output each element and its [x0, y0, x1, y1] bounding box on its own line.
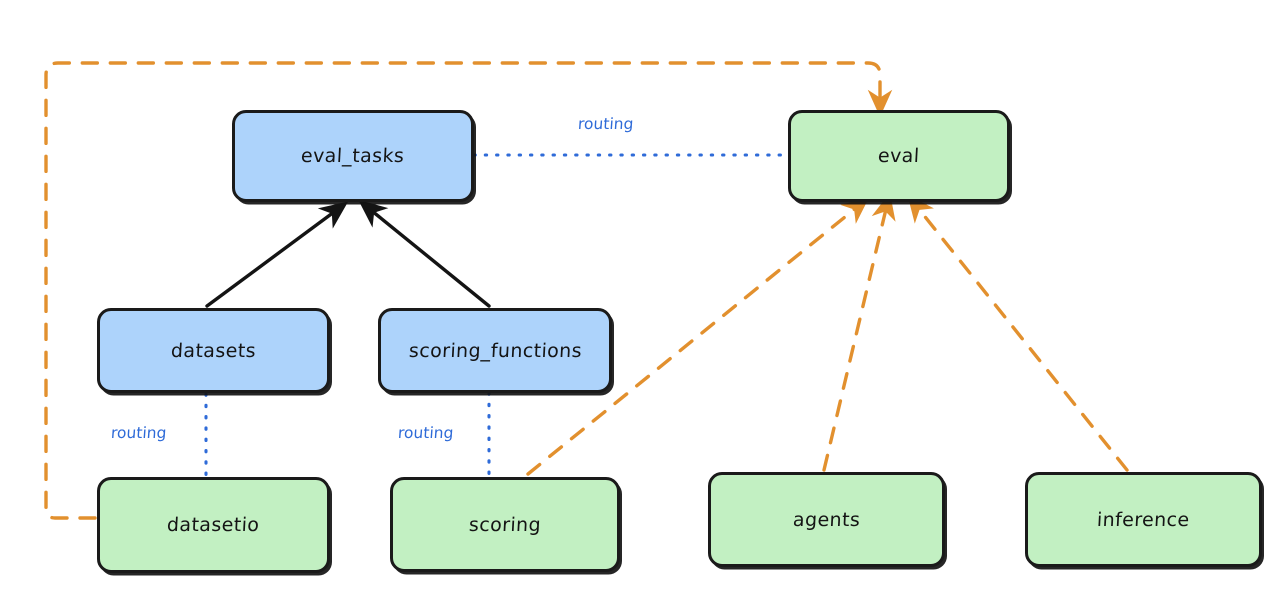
node-datasets[interactable]: datasets [97, 308, 330, 393]
node-eval-tasks[interactable]: eval_tasks [232, 110, 474, 202]
edge-label-routing-datasetio: routing [110, 424, 168, 442]
node-agents[interactable]: agents [708, 472, 945, 567]
edge-label-routing-scoring: routing [397, 424, 455, 442]
edge-scoring-eval [526, 197, 870, 476]
node-label: datasets [170, 339, 257, 362]
node-label: agents [792, 508, 861, 531]
node-label: eval_tasks [300, 145, 406, 167]
node-label: scoring_functions [407, 339, 583, 362]
node-label: datasetio [166, 514, 261, 536]
node-eval[interactable]: eval [788, 110, 1010, 202]
edge-label-routing-eval: routing [577, 115, 635, 133]
edge-datasets-eval_tasks [205, 201, 349, 308]
edge-inference-eval [907, 194, 1129, 472]
edge-datasetio-eval [44, 61, 893, 520]
node-inference[interactable]: inference [1025, 472, 1262, 567]
node-scoring-functions[interactable]: scoring_functions [378, 308, 612, 393]
node-datasetio[interactable]: datasetio [97, 477, 330, 573]
node-label: eval [877, 145, 921, 167]
node-label: inference [1096, 508, 1191, 531]
edge-agents-eval [822, 192, 896, 472]
node-scoring[interactable]: scoring [390, 477, 620, 572]
node-label: scoring [468, 513, 542, 536]
edge-scoring_functions-eval_tasks [358, 199, 491, 308]
